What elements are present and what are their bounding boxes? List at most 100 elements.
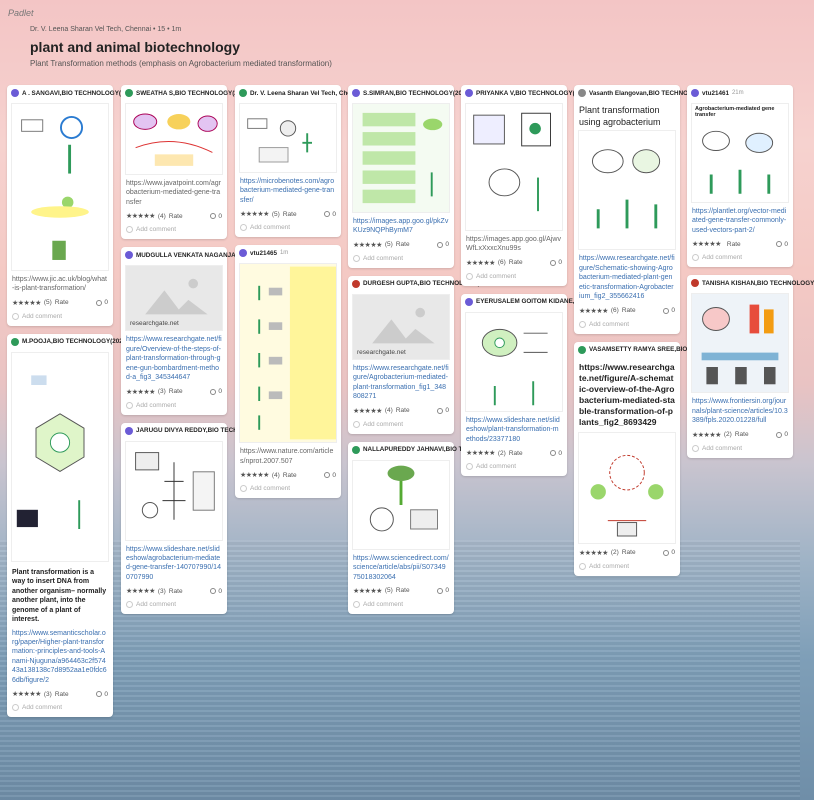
post-link[interactable]: https://microbenotes.com/agrobacterium-m… — [240, 178, 335, 204]
rating-stars[interactable]: ★★★★★ — [12, 691, 41, 699]
post-image-placeholder[interactable]: researchgate.net — [352, 293, 450, 360]
rate-button[interactable]: Rate — [395, 407, 410, 415]
post-card[interactable]: PRIYANKA V,BIO TECHNOLOGY(2021) https://… — [461, 85, 591, 286]
post-image[interactable] — [11, 351, 109, 562]
post-link[interactable]: https://www.jic.ac.uk/blog/what-is-plant… — [12, 276, 107, 293]
rating-stars[interactable]: ★★★★★ — [12, 299, 41, 307]
rating-stars[interactable]: ★★★★★ — [353, 407, 382, 415]
rate-button[interactable]: Rate — [395, 241, 410, 249]
post-link[interactable]: https://www.slideshare.net/slideshow/agr… — [126, 545, 221, 581]
rating-stars[interactable]: ★★★★★ — [353, 587, 382, 595]
post-image[interactable] — [352, 103, 450, 213]
add-comment[interactable]: Add comment — [121, 223, 227, 239]
add-comment[interactable]: Add comment — [574, 560, 680, 576]
post-image[interactable] — [578, 431, 676, 544]
post-card[interactable]: SWEATHA S,BIO TECHNOLOGY(2021) https://w… — [121, 85, 250, 240]
rate-button[interactable]: Rate — [508, 449, 523, 457]
post-link[interactable]: https://www.semanticscholar.org/paper/Hi… — [12, 629, 107, 684]
add-comment[interactable]: Add comment — [687, 251, 793, 267]
add-comment[interactable]: Add comment — [235, 221, 341, 237]
add-comment[interactable]: Add comment — [348, 252, 454, 268]
post-card[interactable]: A . SANGAVI,BIO TECHNOLOGY(2021) https:/… — [7, 85, 137, 326]
add-comment[interactable]: Add comment — [461, 270, 567, 286]
post-link-title[interactable]: https://www.researchgate.net/figure/A-sc… — [579, 361, 675, 427]
post-author: M.POOJA,BIO TECHNOLOGY(2021) V — [22, 338, 135, 346]
post-link[interactable]: https://www.javatpoint.com/agrobacterium… — [126, 180, 221, 206]
post-image[interactable] — [125, 440, 223, 541]
post-card[interactable]: EYERUSALEM GOITOM KIDANE,BIO T https://w… — [461, 293, 591, 477]
rating-stars[interactable]: ★★★★★ — [579, 549, 608, 557]
rate-button[interactable]: Rate — [54, 299, 69, 307]
post-card[interactable]: M.POOJA,BIO TECHNOLOGY(2021) V Plant tra… — [7, 333, 134, 718]
post-card[interactable]: MUDGULLA VENKATA NAGANJALI DE researchga… — [121, 247, 252, 415]
rating-stars[interactable]: ★★★★★ — [579, 307, 608, 315]
rating-stars[interactable]: ★★★★★ — [692, 241, 721, 249]
rate-button[interactable]: Rate — [508, 259, 523, 267]
post-card[interactable]: S.SIMRAN,BIO TECHNOLOGY(2021) V https://… — [348, 85, 477, 268]
post-card[interactable]: Dr. V. Leena Sharan Vel Tech, Chennai ht… — [235, 85, 364, 238]
rate-button[interactable]: Rate — [395, 587, 410, 595]
post-card[interactable]: Vasanth Elangovan,BIO TECHNOLOGY Plant t… — [574, 85, 706, 334]
post-link[interactable]: https://www.nature.com/articles/nprot.20… — [240, 448, 334, 465]
rating-stars[interactable]: ★★★★★ — [126, 213, 155, 221]
add-comment[interactable]: Add comment — [687, 442, 793, 458]
rate-button[interactable]: Rate — [726, 240, 741, 248]
post-card[interactable]: DURGESH GUPTA,BIO TECHNOLOGY(2 researchg… — [348, 275, 483, 434]
post-link[interactable]: https://images.app.goo.gl/pkZvKUz9NQPhBy… — [353, 218, 449, 235]
comment-count: 0 — [558, 259, 562, 267]
post-image[interactable] — [239, 263, 337, 444]
rate-button[interactable]: Rate — [282, 471, 297, 479]
add-comment[interactable]: Add comment — [7, 310, 113, 326]
post-link[interactable]: https://www.frontiersin.org/journals/pla… — [692, 398, 788, 425]
rating-stars[interactable]: ★★★★★ — [126, 588, 155, 596]
post-image[interactable] — [125, 103, 223, 175]
post-image-placeholder[interactable]: researchgate.net — [125, 265, 223, 332]
post-image[interactable] — [691, 293, 789, 394]
add-comment[interactable]: Add comment — [574, 318, 680, 334]
rate-button[interactable]: Rate — [282, 210, 297, 218]
post-card[interactable]: TANISHA KISHAN,BIO TECHNOLOGY https://ww… — [687, 275, 814, 458]
add-comment[interactable]: Add comment — [121, 399, 227, 415]
add-comment[interactable]: Add comment — [235, 482, 341, 498]
post-link[interactable]: https://images.app.goo.gl/AjwvWfLxXxxcXn… — [466, 236, 561, 253]
post-card[interactable]: JARUGU DIVYA REDDY,BIO TECHNOL https://w… — [121, 422, 251, 615]
rate-button[interactable]: Rate — [54, 690, 69, 698]
post-card[interactable]: VASAMSETTY RAMYA SREE,BIO TECH https://w… — [574, 341, 706, 576]
add-comment[interactable]: Add comment — [348, 598, 454, 614]
add-comment[interactable]: Add comment — [461, 460, 567, 476]
post-image[interactable] — [465, 103, 563, 231]
rate-button[interactable]: Rate — [734, 431, 749, 439]
add-comment[interactable]: Add comment — [348, 418, 454, 434]
add-comment[interactable]: Add comment — [121, 598, 227, 614]
post-image[interactable]: Agrobacterium-mediated gene transfer — [691, 103, 789, 203]
rating-stars[interactable]: ★★★★★ — [466, 450, 495, 458]
post-link[interactable]: https://plantlet.org/vector-mediated-gen… — [692, 208, 787, 234]
rating-stars[interactable]: ★★★★★ — [692, 431, 721, 439]
rate-button[interactable]: Rate — [168, 587, 183, 595]
post-link[interactable]: https://www.researchgate.net/figure/Sche… — [579, 255, 675, 301]
post-image[interactable] — [352, 459, 450, 550]
post-link[interactable]: https://www.slideshare.net/slideshow/pla… — [466, 416, 560, 443]
rate-button[interactable]: Rate — [621, 307, 636, 315]
rate-button[interactable]: Rate — [168, 212, 183, 220]
post-card[interactable]: NALLAPUREDDY JAHNAVI,BIO TECH https://ww… — [348, 441, 476, 614]
post-author: vtu21465 — [250, 249, 277, 257]
post-link[interactable]: https://www.sciencedirect.com/science/ar… — [353, 554, 449, 581]
post-image[interactable] — [578, 130, 676, 251]
add-comment[interactable]: Add comment — [7, 701, 113, 717]
post-link[interactable]: https://www.researchgate.net/figure/Over… — [126, 336, 222, 382]
rating-stars[interactable]: ★★★★★ — [240, 472, 269, 480]
post-link[interactable]: https://www.researchgate.net/figure/Agro… — [353, 364, 449, 401]
rating-stars[interactable]: ★★★★★ — [466, 259, 495, 267]
post-image[interactable] — [239, 103, 337, 173]
rate-button[interactable]: Rate — [621, 549, 636, 557]
post-image[interactable] — [465, 311, 563, 412]
post-image[interactable] — [11, 103, 109, 271]
rating-stars[interactable]: ★★★★★ — [353, 241, 382, 249]
padlet-logo[interactable]: Padlet — [8, 8, 34, 18]
rating-stars[interactable]: ★★★★★ — [126, 388, 155, 396]
rating-stars[interactable]: ★★★★★ — [240, 211, 269, 219]
rate-button[interactable]: Rate — [168, 388, 183, 395]
